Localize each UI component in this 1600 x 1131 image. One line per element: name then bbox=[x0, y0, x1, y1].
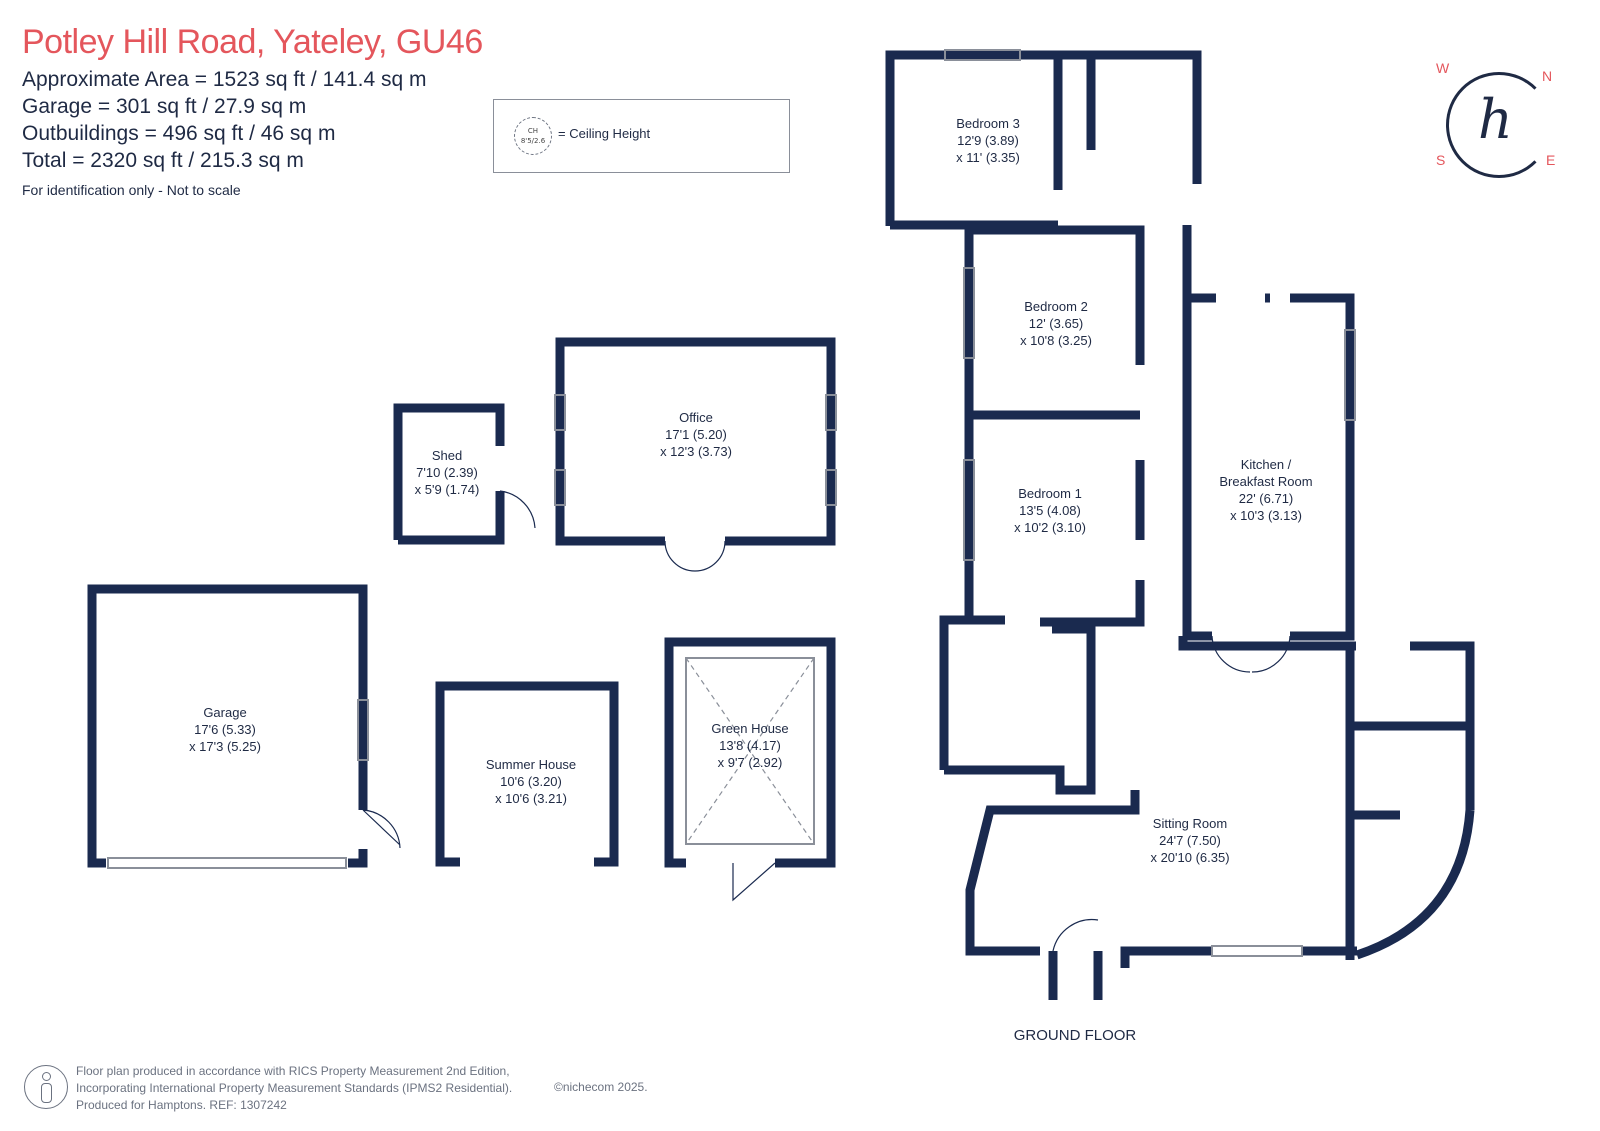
office-window-left-2 bbox=[554, 469, 566, 506]
bathroom-walls bbox=[939, 615, 1096, 795]
footer-line-1: Floor plan produced in accordance with R… bbox=[76, 1064, 510, 1078]
green-house-diagonal-2 bbox=[685, 657, 815, 845]
logo-letter: h bbox=[1478, 88, 1513, 151]
garage-door-arc bbox=[362, 809, 401, 849]
property-title: Potley Hill Road, Yateley, GU46 bbox=[22, 23, 483, 61]
office-window-left-1 bbox=[554, 394, 566, 431]
ceiling-height-icon: CH 8'5/2.6 bbox=[514, 117, 552, 155]
compass-south: S bbox=[1436, 152, 1446, 168]
garage-window bbox=[357, 699, 369, 761]
floor-label: GROUND FLOOR bbox=[1014, 1027, 1137, 1044]
summer-house-walls bbox=[435, 681, 619, 867]
kitchen-window bbox=[1344, 329, 1356, 421]
shed-walls bbox=[393, 403, 505, 545]
curved-wall bbox=[1355, 809, 1475, 960]
sitting-room-walls bbox=[965, 636, 1475, 1000]
disclaimer: For identification only - Not to scale bbox=[22, 182, 241, 198]
copyright: ©nichecom 2025. bbox=[554, 1080, 648, 1094]
hamptons-logo: h W N S E bbox=[1434, 60, 1564, 190]
sitting-window bbox=[1211, 945, 1303, 957]
garage-walls bbox=[87, 584, 368, 868]
footer: Floor plan produced in accordance with R… bbox=[24, 1057, 724, 1117]
shed-door-arc bbox=[499, 490, 536, 529]
compass-west: W bbox=[1436, 60, 1450, 76]
bedroom1-window bbox=[963, 459, 975, 561]
office-walls bbox=[555, 337, 836, 546]
front-door bbox=[1052, 918, 1099, 952]
green-house-glazing bbox=[685, 657, 815, 845]
green-house-door bbox=[732, 862, 776, 902]
legend-box: CH 8'5/2.6 = Ceiling Height bbox=[493, 99, 790, 173]
total-area: Total = 2320 sq ft / 215.3 sq m bbox=[22, 149, 304, 172]
bedroom1-right-wall bbox=[1040, 460, 1145, 627]
green-house-walls bbox=[664, 637, 836, 868]
approximate-area: Approximate Area = 1523 sq ft / 141.4 sq… bbox=[22, 68, 427, 91]
compass-north: N bbox=[1542, 68, 1553, 84]
utility-walls bbox=[1345, 721, 1470, 960]
kitchen-doors bbox=[1211, 635, 1291, 673]
office-window-right-2 bbox=[825, 469, 837, 506]
kitchen-walls bbox=[1182, 225, 1355, 641]
bedroom3-walls bbox=[885, 50, 1202, 226]
info-person-icon bbox=[24, 1065, 68, 1109]
header: Potley Hill Road, Yateley, GU46 Approxim… bbox=[22, 22, 483, 198]
logo-circle-icon bbox=[1446, 72, 1552, 178]
outbuildings-area: Outbuildings = 496 sq ft / 46 sq m bbox=[22, 122, 336, 145]
bedroom3-window bbox=[944, 49, 1021, 61]
legend-label: = Ceiling Height bbox=[558, 126, 651, 141]
garage-door bbox=[107, 857, 347, 869]
bedroom2-top-wall bbox=[969, 225, 1145, 365]
footer-line-3: Produced for Hamptons. REF: 1307242 bbox=[76, 1098, 287, 1112]
office-french-doors bbox=[664, 540, 726, 572]
legend-circle-top: CH bbox=[527, 127, 539, 135]
footer-text: Floor plan produced in accordance with R… bbox=[76, 1063, 512, 1114]
footer-line-2: Incorporating International Property Mea… bbox=[76, 1081, 513, 1095]
office-window-right-1 bbox=[825, 394, 837, 431]
compass-east: E bbox=[1546, 152, 1556, 168]
garage-area: Garage = 301 sq ft / 27.9 sq m bbox=[22, 95, 307, 118]
legend-circle-bottom: 8'5/2.6 bbox=[520, 137, 546, 145]
bedroom2-window bbox=[963, 267, 975, 359]
